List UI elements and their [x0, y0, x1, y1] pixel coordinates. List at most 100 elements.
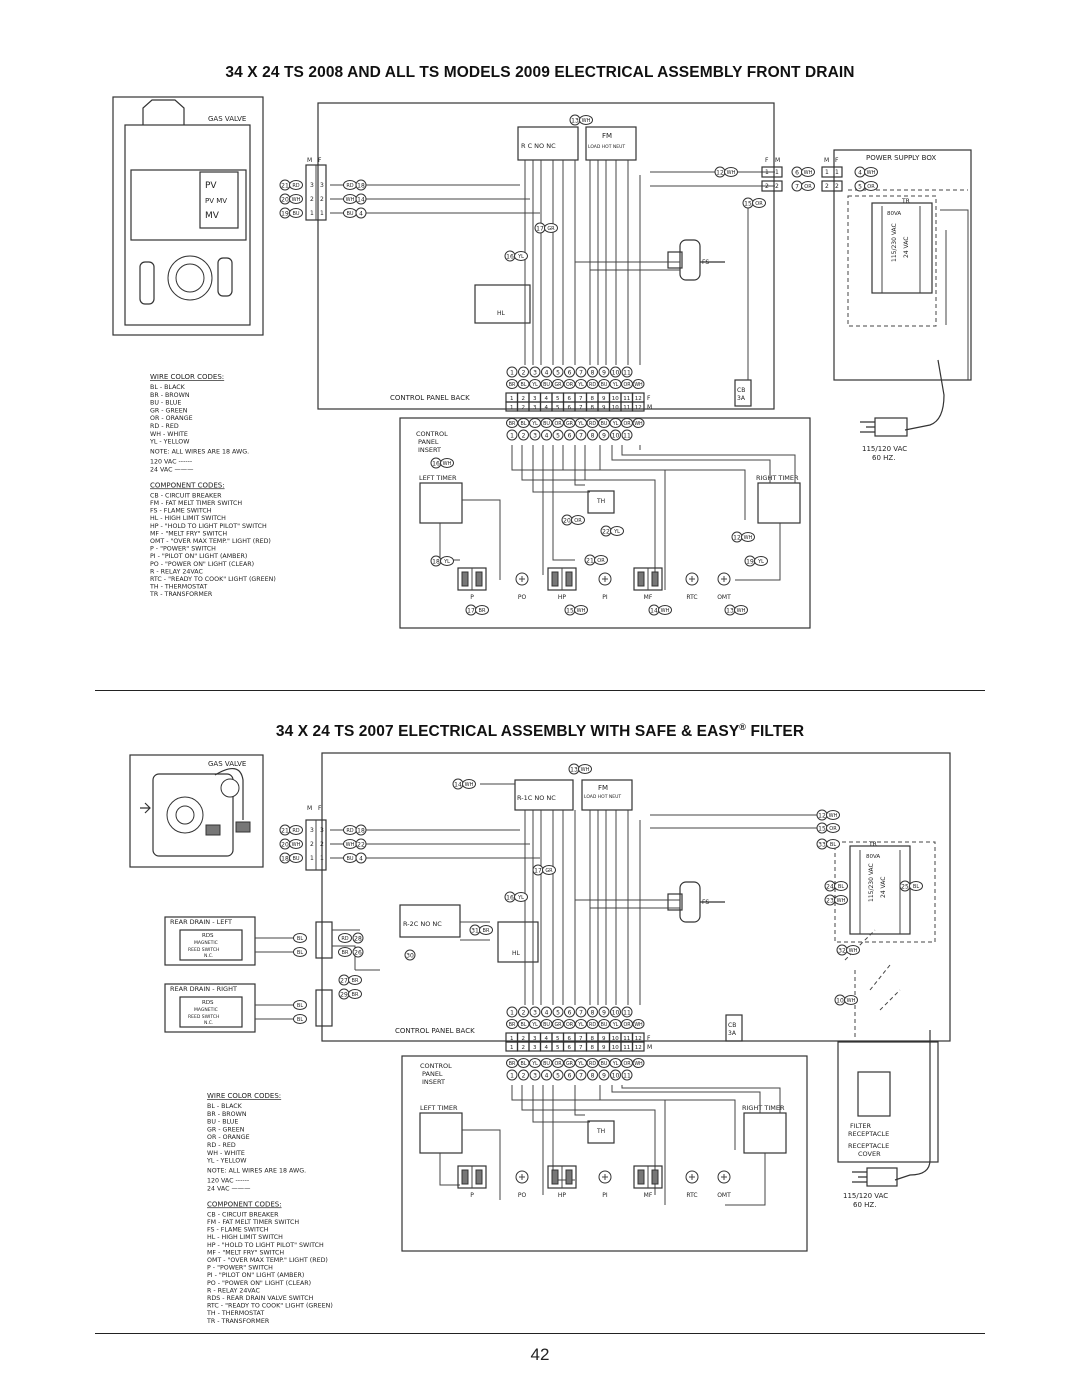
wire-color: RD: [346, 828, 353, 834]
wire-color: RD: [292, 828, 299, 834]
insert-terminal-number: 7: [579, 1072, 583, 1079]
fm-sub-label-b: LOAD HOT NEUT: [584, 794, 621, 800]
plug-hz-label: 60 HZ.: [872, 454, 895, 462]
block-number-m: 8: [591, 1045, 595, 1051]
component-label: PI: [602, 1192, 608, 1199]
component-code: TR - TRANSFORMER: [206, 1318, 270, 1325]
terminal-color: BU: [601, 382, 608, 388]
block-m-label: M: [647, 404, 652, 411]
insert-terminal-circle: [541, 1069, 552, 1081]
insert-terminal-circle: [564, 429, 575, 441]
component-code: TR - TRANSFORMER: [149, 591, 213, 598]
mf-m: M: [307, 157, 312, 164]
psb-pin2: 1: [775, 169, 779, 176]
terminal-color: OR: [623, 382, 631, 388]
block-number-f: 12: [635, 396, 642, 402]
title-bottom-suffix: FILTER: [746, 723, 805, 741]
component-codes-title: COMPONENT CODES:: [207, 1200, 282, 1208]
component-label: PI: [602, 594, 608, 601]
insert-color: BU: [601, 421, 608, 427]
insert-terminal-number: 8: [591, 432, 595, 439]
wire-bundle-top: [330, 160, 775, 365]
left-timer-top: [419, 482, 463, 524]
block-number-f: 8: [591, 1036, 595, 1042]
terminal-number: 11: [623, 369, 631, 376]
block-f-label: F: [647, 1035, 651, 1042]
wire-number: 5: [858, 183, 862, 190]
gas-pin: 2: [310, 196, 314, 203]
psb-terminal: [761, 180, 783, 192]
wire-code: BL - BLACK: [150, 384, 186, 391]
terminal-color-oval: [632, 1019, 645, 1029]
relay-r2c: [399, 904, 461, 938]
wiring-diagram-top: PV PV MV MV GAS VALVE CONTROL PANEL BACK…: [112, 96, 972, 629]
terminal-circle: [610, 1006, 621, 1018]
insert-color: YL: [577, 421, 584, 427]
wire-code: YL - YELLOW: [206, 1158, 247, 1165]
terminal-color: OR: [566, 1022, 574, 1028]
wire-color: OR: [829, 826, 837, 832]
component-code: TH - THERMOSTAT: [149, 584, 207, 591]
wire-color: WH: [744, 535, 753, 541]
wire-color: WH: [661, 608, 670, 614]
component-code: CB - CIRCUIT BREAKER: [207, 1211, 279, 1218]
psb-pin4: 1: [835, 169, 839, 176]
terminal-circle: [541, 1006, 552, 1018]
block-number-f: 2: [522, 1036, 526, 1042]
block-number-m: 1: [510, 405, 514, 411]
component-label: OMT: [717, 594, 731, 601]
left-timer-label: LEFT TIMER: [419, 474, 457, 482]
vac-label-b: 115/230 VAC: [868, 863, 875, 902]
wire-number: 14: [650, 607, 658, 614]
tr-label: TR: [901, 198, 910, 205]
insert-terminal-circle: [587, 1069, 598, 1081]
wire-color: RD: [292, 183, 299, 189]
wire-bundle-bottom: [330, 783, 820, 1005]
cpi-label-b3: INSERT: [422, 1078, 445, 1086]
component-code: P - "POWER" SWITCH: [150, 546, 216, 553]
insert-terminal-number: 4: [545, 1072, 549, 1079]
terminal-color: GR: [554, 382, 562, 388]
rds-terminal-l: [315, 921, 333, 959]
va-label-b: 80VA: [866, 854, 880, 860]
block-number-m: 7: [579, 405, 583, 411]
psb-f: F: [765, 157, 769, 164]
rds-mag-l: MAGNETIC: [194, 940, 218, 946]
insert-color-oval: [632, 1058, 645, 1068]
component-label: PO: [518, 594, 527, 601]
insert-terminal-circle: [610, 1069, 621, 1081]
insert-color: OR: [554, 1061, 562, 1067]
component-label: P: [470, 594, 474, 601]
terminal-circle: [564, 366, 575, 378]
component-code: P - "POWER" SWITCH: [207, 1265, 273, 1272]
wire-color: WH: [292, 197, 301, 203]
insert-color: BU: [543, 421, 550, 427]
insert-terminal-number: 3: [533, 432, 537, 439]
wire-color: OR: [574, 518, 582, 524]
right-timer-label: RIGHT TIMER: [756, 474, 799, 482]
terminal-circle: [621, 1006, 633, 1018]
wire-color: OR: [597, 558, 605, 564]
component-codes-title: COMPONENT CODES:: [150, 481, 225, 489]
vac24-label: 24 VAC: [903, 237, 910, 258]
wire-color: OR: [867, 184, 875, 190]
circuit-breaker-bottom: [725, 1014, 743, 1042]
block-number-f: 5: [556, 396, 560, 402]
wire-note: NOTE: ALL WIRES ARE 18 AWG.: [207, 1167, 306, 1174]
wire-number: 15: [818, 825, 826, 832]
block-number-m: 11: [623, 1045, 630, 1051]
wire-number: 19: [746, 558, 754, 565]
wire-code: GR - GREEN: [150, 407, 188, 414]
cb-amp-label-b: 3A: [728, 1030, 737, 1037]
rds-nc-r: N.C.: [204, 1020, 213, 1026]
hl-label: HL: [497, 310, 506, 317]
insert-terminal-circle: [610, 429, 621, 441]
insert-color: BR: [509, 421, 516, 427]
terminal-color: BR: [509, 382, 516, 388]
wire-color: YL: [613, 529, 620, 535]
block-number-m: 2: [522, 1045, 526, 1051]
